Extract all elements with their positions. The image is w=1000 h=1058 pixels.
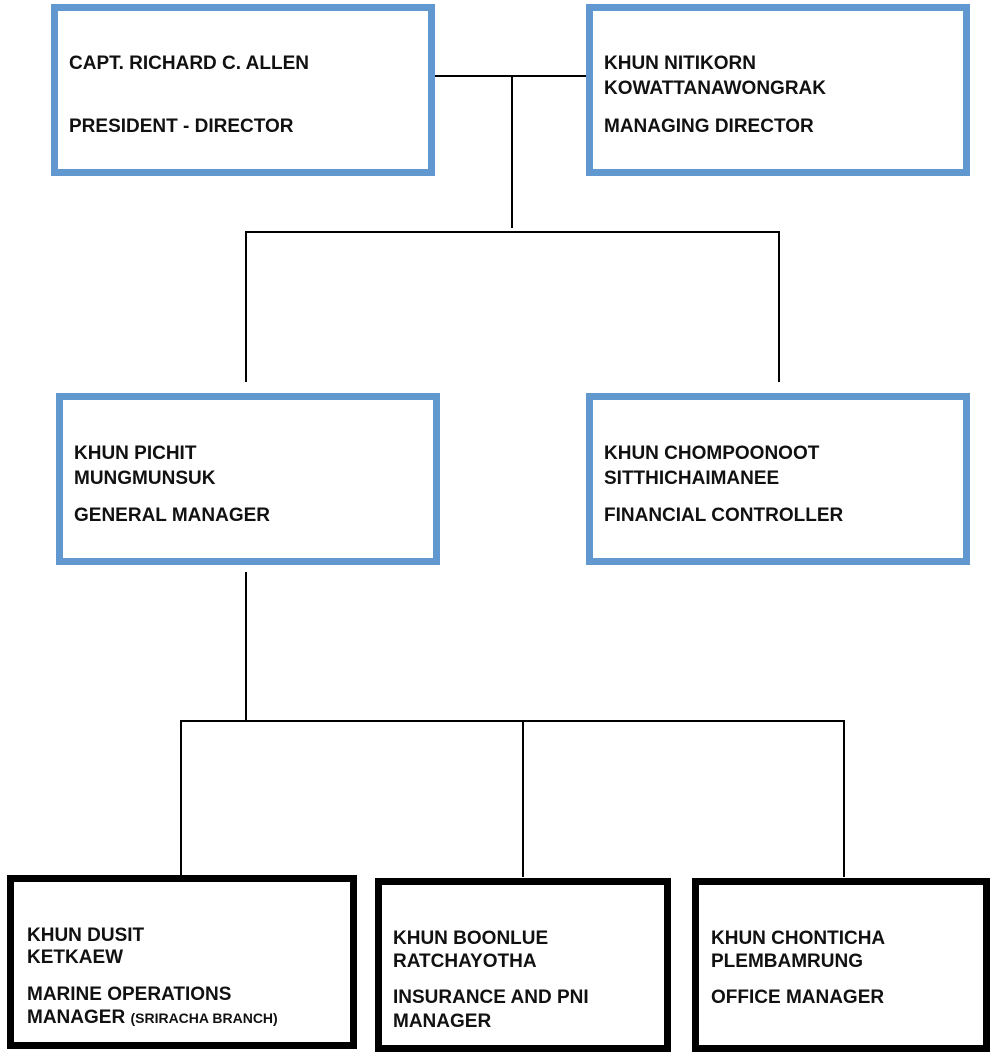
person-title-line2: MANAGER — [393, 1011, 492, 1032]
person-name-line2: MUNGMUNSUK — [74, 468, 216, 489]
branch-label: (SRIRACHA BRANCH) — [130, 1010, 278, 1026]
connector-mid-horizontal — [245, 231, 780, 233]
connector-bottom-left-drop — [180, 721, 182, 877]
person-title: PRESIDENT - DIRECTOR — [69, 116, 294, 137]
connector-top-horizontal — [432, 75, 588, 77]
org-box-president: CAPT. RICHARD C. ALLEN PRESIDENT - DIREC… — [51, 4, 435, 176]
person-title: GENERAL MANAGER — [74, 505, 270, 526]
person-name-line2: KOWATTANAWONGRAK — [604, 78, 826, 99]
org-box-office-manager: KHUN CHONTICHA PLEMBAMRUNG OFFICE MANAGE… — [692, 878, 990, 1052]
org-box-managing-director: KHUN NITIKORN KOWATTANAWONGRAK MANAGING … — [586, 4, 970, 176]
person-name-line2: PLEMBAMRUNG — [711, 951, 863, 972]
connector-bottom-mid-drop — [522, 721, 524, 877]
person-title-line1: MARINE OPERATIONS — [27, 984, 232, 1005]
person-name-line1: KHUN PICHIT — [74, 443, 197, 464]
person-title-line2: MANAGER (SRIRACHA BRANCH) — [27, 1006, 278, 1030]
person-title-line1: INSURANCE AND PNI — [393, 987, 589, 1008]
person-title: MANAGING DIRECTOR — [604, 116, 814, 137]
connector-mid-left-drop — [245, 232, 247, 382]
person-name-line1: KHUN DUSIT — [27, 925, 145, 946]
connector-bottom-horizontal — [180, 720, 845, 722]
person-name-line2: KETKAEW — [27, 947, 124, 968]
person-name-line1: KHUN CHOMPOONOOT — [604, 443, 820, 464]
person-name-line1: KHUN CHONTICHA — [711, 928, 886, 949]
org-box-general-manager: KHUN PICHIT MUNGMUNSUK GENERAL MANAGER — [56, 393, 440, 565]
connector-gm-vertical — [245, 572, 247, 720]
person-name-line2: RATCHAYOTHA — [393, 951, 537, 972]
org-box-insurance-pni-manager: KHUN BOONLUE RATCHAYOTHA INSURANCE AND P… — [375, 878, 671, 1052]
org-box-financial-controller: KHUN CHOMPOONOOT SITTHICHAIMANEE FINANCI… — [586, 393, 970, 565]
person-name: CAPT. RICHARD C. ALLEN — [69, 53, 309, 74]
person-name-line1: KHUN BOONLUE — [393, 928, 549, 949]
connector-mid-right-drop — [778, 232, 780, 382]
connector-bottom-right-drop — [843, 721, 845, 877]
person-title: OFFICE MANAGER — [711, 987, 885, 1008]
org-box-marine-operations-manager: KHUN DUSIT KETKAEW MARINE OPERATIONS MAN… — [7, 875, 357, 1049]
person-title-line2-text: MANAGER — [27, 1007, 126, 1028]
person-title: FINANCIAL CONTROLLER — [604, 505, 844, 526]
connector-top-vertical — [511, 76, 513, 228]
person-name-line1: KHUN NITIKORN — [604, 53, 756, 74]
person-name-line2: SITTHICHAIMANEE — [604, 468, 780, 489]
